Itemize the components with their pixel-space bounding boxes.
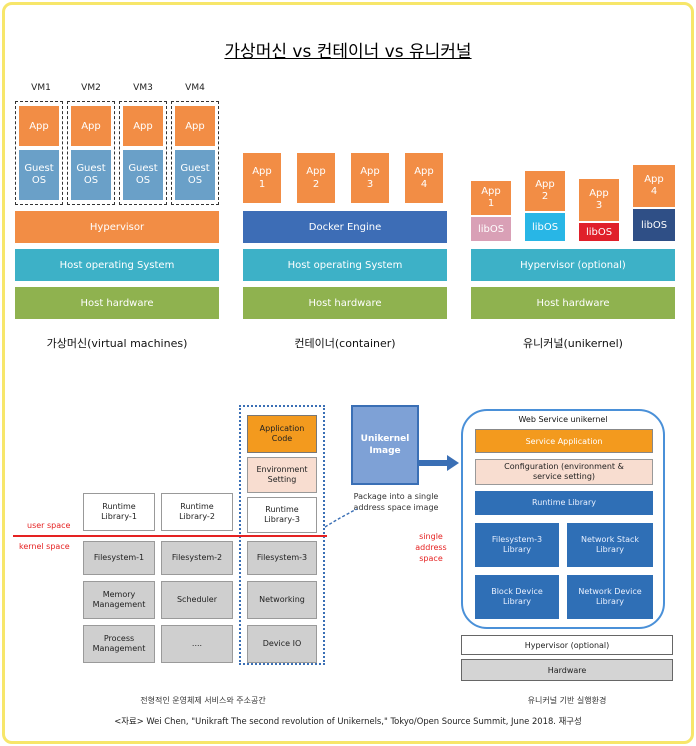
vm1-label: VM1: [31, 83, 51, 93]
vm1-box: App Guest OS: [15, 101, 63, 205]
network-device-library: Network Device Library: [567, 575, 653, 619]
device-io: Device IO: [247, 625, 317, 663]
package-label: Package into a single address space imag…: [353, 492, 439, 512]
hardware: Hardware: [461, 659, 673, 681]
unikernel-libos-2: libOS: [525, 213, 565, 241]
right-arrow-icon: [419, 455, 459, 471]
unikernel-app-4: App 4: [633, 165, 675, 207]
unikernel-app-3: App 3: [579, 179, 619, 221]
unikernel-host-hardware: Host hardware: [471, 287, 675, 319]
vm4-label: VM4: [185, 83, 205, 93]
unikernel-image: Unikernel Image: [351, 405, 419, 485]
web-service-unikernel-frame: [461, 409, 665, 629]
filesystem-3: Filesystem-3: [247, 541, 317, 575]
dashed-connector: [324, 508, 358, 528]
service-application: Service Application: [475, 429, 653, 453]
container-host-hardware: Host hardware: [243, 287, 447, 319]
application-code: Application Code: [247, 415, 317, 453]
docker-engine: Docker Engine: [243, 211, 447, 243]
vm3-app: App: [123, 106, 163, 146]
filesystem-2: Filesystem-2: [161, 541, 233, 575]
vm1-guest-os: Guest OS: [19, 150, 59, 200]
vm2-guest-os: Guest OS: [71, 150, 111, 200]
environment-setting: Environment Setting: [247, 457, 317, 493]
container-app-1: App 1: [243, 153, 281, 203]
block-device-library: Block Device Library: [475, 575, 559, 619]
unikernel-app-2: App 2: [525, 171, 565, 211]
vm-caption: 가상머신(virtual machines): [46, 337, 188, 350]
runtime-library-3: Runtime Library-3: [247, 497, 317, 533]
page-title: 가상머신 vs 컨테이너 vs 유니커널: [224, 42, 472, 62]
unikernel-libos-4: libOS: [633, 209, 675, 241]
container-app-2: App 2: [297, 153, 335, 203]
lower-right-caption: 유니커널 기반 실행환경: [527, 696, 607, 705]
container-caption: 컨테이너(container): [294, 337, 396, 350]
runtime-library-1: Runtime Library-1: [83, 493, 155, 531]
user-space-label: user space: [27, 521, 71, 530]
runtime-library-2: Runtime Library-2: [161, 493, 233, 531]
filesystem-3-library: Filesystem-3 Library: [475, 523, 559, 567]
vm4-app: App: [175, 106, 215, 146]
vm3-label: VM3: [133, 83, 153, 93]
network-stack-library: Network Stack Library: [567, 523, 653, 567]
hypervisor-optional: Hypervisor (optional): [461, 635, 673, 655]
vm4-box: App Guest OS: [171, 101, 219, 205]
unikernel-app-1: App 1: [471, 181, 511, 215]
vm-hypervisor: Hypervisor: [15, 211, 219, 243]
vm1-app: App: [19, 106, 59, 146]
vm-host-hardware: Host hardware: [15, 287, 219, 319]
user-kernel-divider: [13, 535, 327, 537]
networking: Networking: [247, 581, 317, 619]
vm4-guest-os: Guest OS: [175, 150, 215, 200]
unikernel-hypervisor: Hypervisor (optional): [471, 249, 675, 281]
unikernel-libos-3: libOS: [579, 223, 619, 241]
scheduler: Scheduler: [161, 581, 233, 619]
unikernel-libos-1: libOS: [471, 217, 511, 241]
vm3-box: App Guest OS: [119, 101, 167, 205]
memory-management: Memory Management: [83, 581, 155, 619]
configuration: Configuration (environment & service set…: [475, 459, 653, 485]
container-app-4: App 4: [405, 153, 443, 203]
container-app-3: App 3: [351, 153, 389, 203]
vm-host-os: Host operating System: [15, 249, 219, 281]
lower-left-caption: 전형적인 운영체제 서비스와 주소공간: [140, 696, 266, 705]
web-service-title: Web Service unikernel: [518, 415, 608, 424]
vm2-label: VM2: [81, 83, 101, 93]
vm3-guest-os: Guest OS: [123, 150, 163, 200]
single-address-space-label: single address space: [415, 532, 447, 563]
runtime-library: Runtime Library: [475, 491, 653, 515]
container-host-os: Host operating System: [243, 249, 447, 281]
dots-box: ....: [161, 625, 233, 663]
vm2-app: App: [71, 106, 111, 146]
kernel-space-label: kernel space: [19, 542, 70, 551]
filesystem-1: Filesystem-1: [83, 541, 155, 575]
process-management: Process Management: [83, 625, 155, 663]
unikernel-caption: 유니커널(unikernel): [523, 337, 623, 350]
source-citation: <자료> Wei Chen, "Unikraft The second revo…: [114, 716, 582, 726]
vm2-box: App Guest OS: [67, 101, 115, 205]
